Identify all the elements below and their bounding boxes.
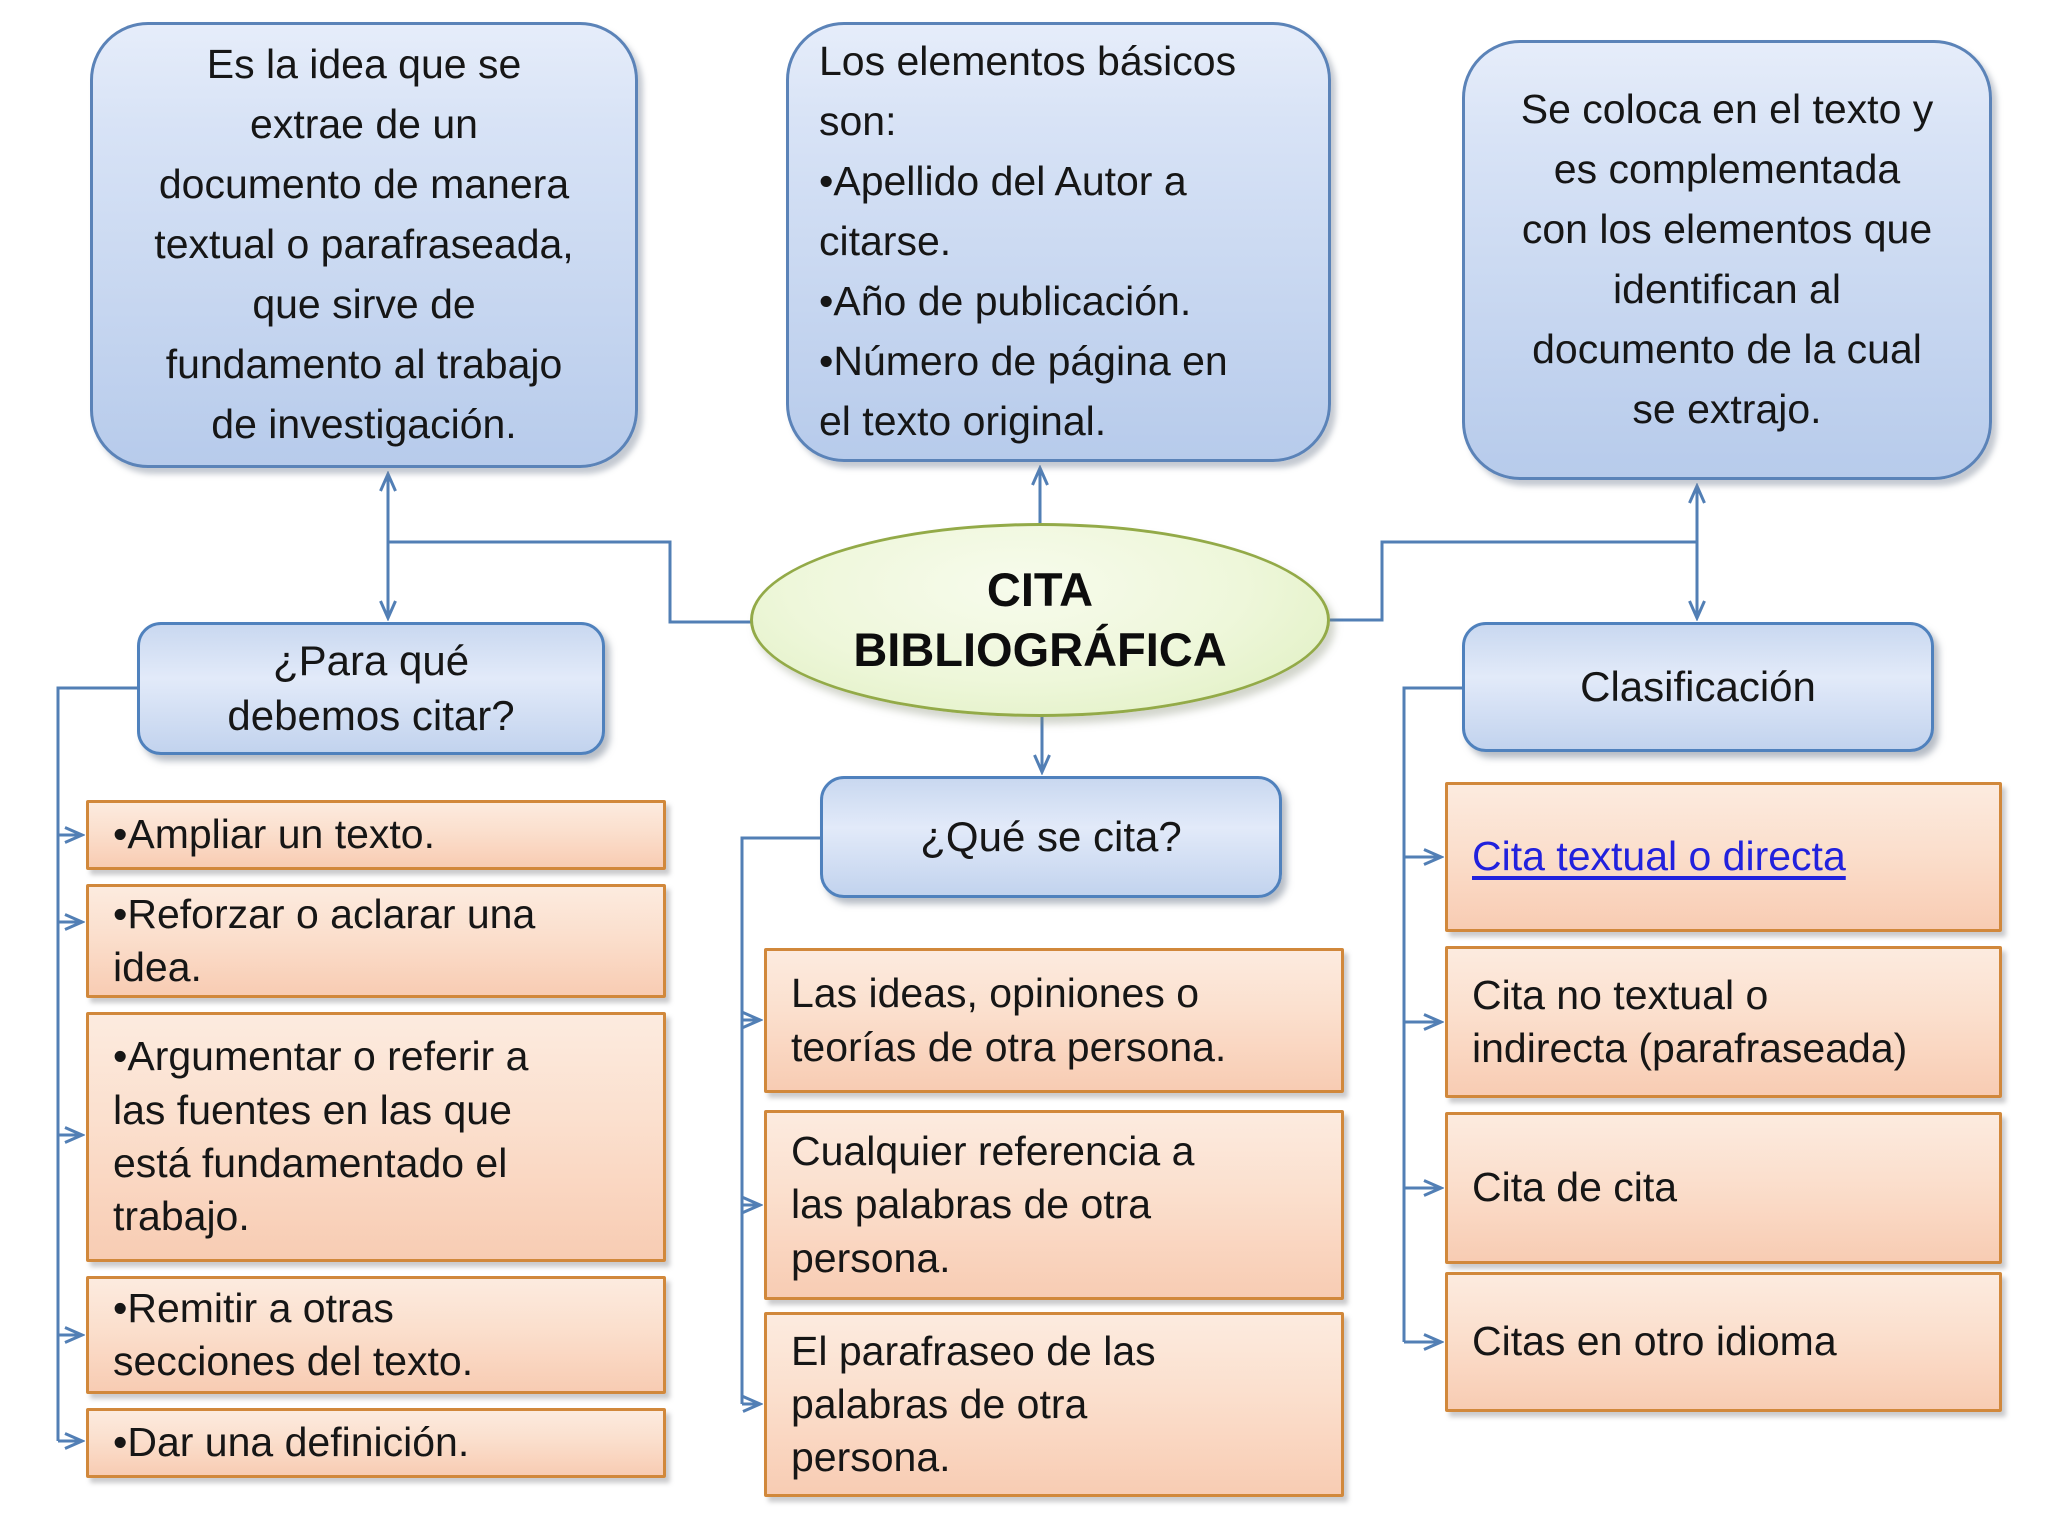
- definition-text: Es la idea que se extrae de un documento…: [154, 41, 574, 447]
- what-item-1: Las ideas, opiniones o teorías de otra p…: [764, 948, 1344, 1093]
- classification-label: Clasificación: [1580, 662, 1816, 710]
- what-item-3: El parafraseo de las palabras de otra pe…: [764, 1312, 1344, 1497]
- why-cite-label: ¿Para qué debemos citar?: [227, 636, 515, 739]
- cita-textual-link-wrap: Cita textual o directa: [1448, 830, 1999, 883]
- classification-item-4: Citas en otro idioma: [1445, 1272, 2002, 1412]
- why-item-1: •Ampliar un texto.: [86, 800, 666, 870]
- cita-textual-link[interactable]: Cita textual o directa: [1472, 833, 1846, 880]
- placement-box: Se coloca en el texto y es complementada…: [1462, 40, 1992, 480]
- why-item-4: •Remitir a otras secciones del texto.: [86, 1276, 666, 1394]
- why-item-5: •Dar una definición.: [86, 1408, 666, 1478]
- basic-elements-text: Los elementos básicos son: •Apellido del…: [819, 38, 1237, 444]
- classification-item-3: Cita de cita: [1445, 1112, 2002, 1264]
- classification-item-1: Cita textual o directa: [1445, 782, 2002, 932]
- why-item-4-text: •Remitir a otras secciones del texto.: [113, 1284, 474, 1384]
- why-item-3-text: •Argumentar o referir a las fuentes en l…: [113, 1033, 529, 1240]
- definition-box: Es la idea que se extrae de un documento…: [90, 22, 638, 468]
- central-topic-ellipse: CITA BIBLIOGRÁFICA: [750, 523, 1330, 717]
- why-item-2: •Reforzar o aclarar una idea.: [86, 884, 666, 998]
- what-item-2-text: Cualquier referencia a las palabras de o…: [791, 1128, 1195, 1281]
- placement-text: Se coloca en el texto y es complementada…: [1520, 86, 1934, 432]
- why-item-3: •Argumentar o referir a las fuentes en l…: [86, 1012, 666, 1262]
- classification-item-4-text: Citas en otro idioma: [1472, 1318, 1837, 1365]
- what-item-3-text: El parafraseo de las palabras de otra pe…: [791, 1327, 1156, 1481]
- what-item-1-text: Las ideas, opiniones o teorías de otra p…: [791, 970, 1227, 1070]
- connector-left-to-ellipse: [388, 540, 751, 624]
- why-item-5-text: •Dar una definición.: [113, 1419, 470, 1466]
- what-is-cited-box: ¿Qué se cita?: [820, 776, 1282, 898]
- why-item-2-text: •Reforzar o aclarar una idea.: [113, 890, 536, 990]
- basic-elements-box: Los elementos básicos son: •Apellido del…: [786, 22, 1331, 462]
- connector-right-to-ellipse: [1330, 540, 1697, 622]
- what-item-2: Cualquier referencia a las palabras de o…: [764, 1110, 1344, 1300]
- classification-item-3-text: Cita de cita: [1472, 1164, 1678, 1211]
- central-topic-title: CITA BIBLIOGRÁFICA: [853, 562, 1227, 676]
- classification-item-2-text: Cita no textual o indirecta (parafrasead…: [1472, 971, 1908, 1071]
- classification-box: Clasificación: [1462, 622, 1934, 752]
- classification-item-2: Cita no textual o indirecta (parafrasead…: [1445, 946, 2002, 1098]
- why-item-1-text: •Ampliar un texto.: [113, 811, 435, 858]
- why-cite-box: ¿Para qué debemos citar?: [137, 622, 605, 755]
- what-is-cited-label: ¿Qué se cita?: [920, 812, 1182, 860]
